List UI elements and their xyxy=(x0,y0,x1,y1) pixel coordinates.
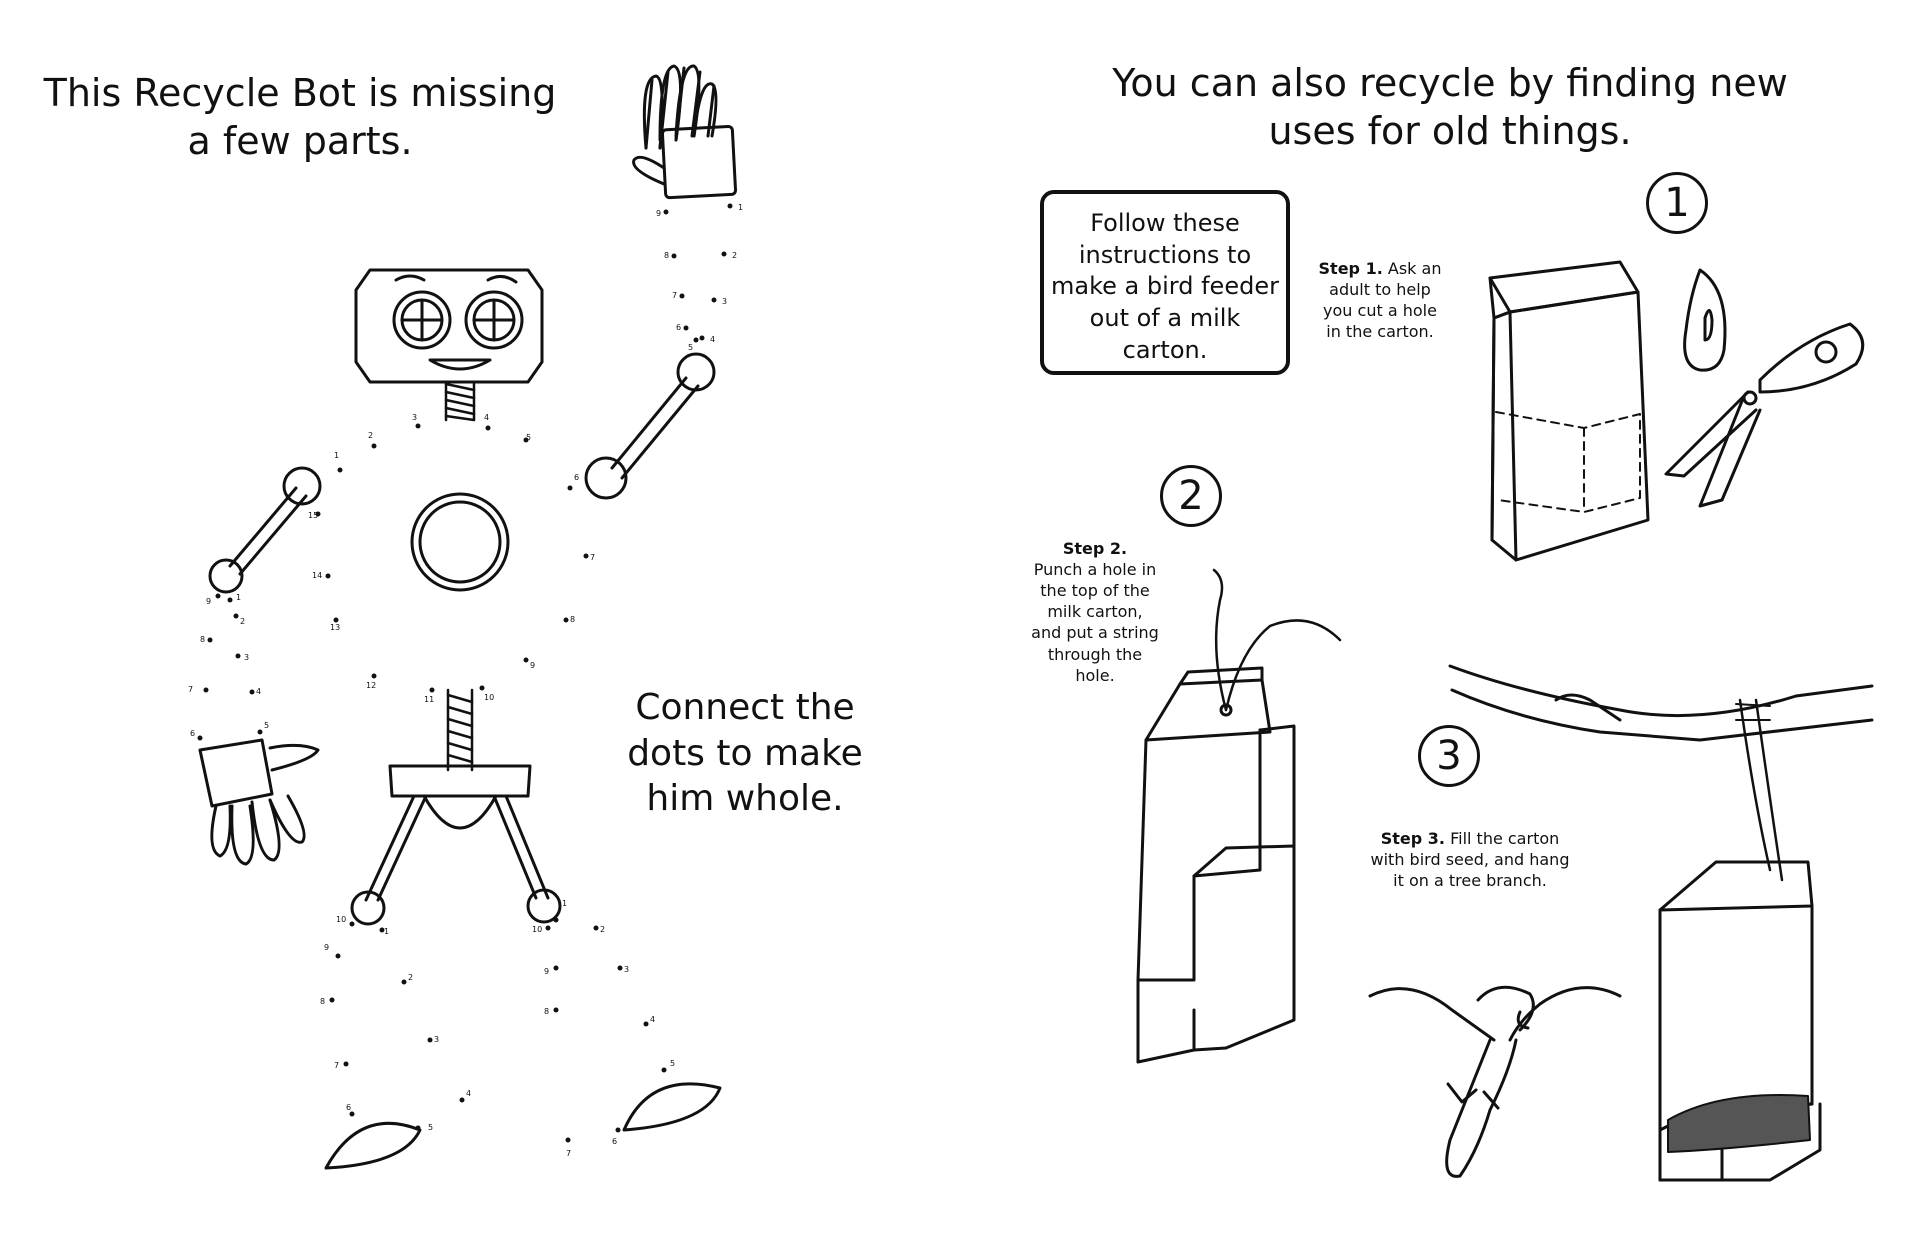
dot-number-label: 10 xyxy=(336,915,346,924)
dot-number-label: 8 xyxy=(320,997,325,1006)
robot-body-disc xyxy=(410,492,510,592)
hanging-feeder xyxy=(1658,698,1822,1182)
instructions-box-text: Follow these instructions to make a bird… xyxy=(1051,209,1279,364)
dot-number-label: 2 xyxy=(600,925,605,934)
robot-right-foot xyxy=(622,1082,722,1132)
step-2-number-badge: 2 xyxy=(1160,465,1222,527)
parrot xyxy=(1368,985,1622,1178)
dot-number-label: 2 xyxy=(732,251,737,260)
dot-number-label: 2 xyxy=(368,431,373,440)
dot-number-label: 7 xyxy=(672,291,677,300)
dot-number-label: 9 xyxy=(530,661,535,670)
dot-number-label: 6 xyxy=(676,323,681,332)
dot-number-label: 3 xyxy=(624,965,629,974)
step-1-text: Step 1. Ask an adult to help you cut a h… xyxy=(1315,258,1445,342)
step-1-number-badge: 1 xyxy=(1646,172,1708,234)
dot-number-label: 4 xyxy=(484,413,489,422)
dot-number-label: 1 xyxy=(738,203,743,212)
dot-number-label: 7 xyxy=(590,553,595,562)
dot-number-label: 5 xyxy=(526,433,531,442)
robot-left-hand xyxy=(198,738,320,866)
dot-number-label: 14 xyxy=(312,571,322,580)
connect-dots-instruction: Connect the dots to make him whole. xyxy=(627,687,863,820)
dot-number-label: 3 xyxy=(434,1035,439,1044)
dot-to-dot-dots xyxy=(197,203,733,1143)
step-1-label: Step 1. xyxy=(1318,259,1383,278)
dot-number-label: 6 xyxy=(190,729,195,738)
dot-number-label: 12 xyxy=(366,681,376,690)
dot-number-label: 4 xyxy=(466,1089,471,1098)
dot-number-label: 3 xyxy=(244,653,249,662)
robot-pelvis xyxy=(388,764,532,830)
robot-head xyxy=(354,268,544,384)
dot-number-label: 3 xyxy=(722,297,727,306)
step-3-label: Step 3. xyxy=(1380,829,1445,848)
dot-number-label: 7 xyxy=(334,1061,339,1070)
dot-number-label: 8 xyxy=(664,251,669,260)
dot-number-label: 9 xyxy=(544,967,549,976)
step-3-text: Step 3. Fill the carton with bird seed, … xyxy=(1370,828,1570,891)
dot-number-label: 5 xyxy=(670,1059,675,1068)
dot-number-label: 3 xyxy=(412,413,417,422)
step-2-label: Step 2. xyxy=(1062,539,1128,558)
dot-number-label: 13 xyxy=(330,623,340,632)
robot-left-arm-rod xyxy=(208,466,322,594)
dot-number-label: 10 xyxy=(484,693,494,702)
dot-number-label: 5 xyxy=(428,1123,433,1132)
dot-number-label: 7 xyxy=(566,1149,571,1158)
dot-number-label: 8 xyxy=(570,615,575,624)
step-2-text: Step 2. Punch a hole in the top of the m… xyxy=(1030,538,1160,686)
dot-number-label: 5 xyxy=(264,721,269,730)
left-page-title: This Recycle Bot is missing a few parts. xyxy=(43,71,557,163)
robot-top-hand xyxy=(632,64,738,200)
dot-number-label: 8 xyxy=(200,635,205,644)
robot-neck-spring xyxy=(444,382,476,422)
dot-number-label: 4 xyxy=(650,1015,655,1024)
dot-number-label: 1 xyxy=(236,593,241,602)
step-3-description: Fill the carton with bird seed, and hang… xyxy=(1370,829,1570,891)
dot-number-label: 9 xyxy=(206,597,211,606)
step-2-description: Punch a hole in the top of the milk cart… xyxy=(1031,560,1159,685)
dot-number-label: 2 xyxy=(408,973,413,982)
dot-number-label: 4 xyxy=(710,335,715,344)
dot-number-label: 2 xyxy=(240,617,245,626)
dot-number-label: 6 xyxy=(612,1137,617,1146)
dot-number-label: 10 xyxy=(532,925,542,934)
dot-number-label: 9 xyxy=(656,209,661,218)
dot-number-label: 7 xyxy=(188,685,193,694)
instructions-box: Follow these instructions to make a bird… xyxy=(1040,190,1290,375)
tree-branch xyxy=(1448,664,1874,742)
dot-number-label: 1 xyxy=(562,899,567,908)
dot-number-label: 8 xyxy=(544,1007,549,1016)
dot-number-label: 5 xyxy=(688,343,693,352)
dot-number-label: 15 xyxy=(308,511,318,520)
dot-number-label: 1 xyxy=(334,451,339,460)
carton-step-1 xyxy=(1488,260,1650,562)
dot-number-label: 1 xyxy=(384,927,389,936)
dot-number-label: 6 xyxy=(346,1103,351,1112)
dot-number-label: 4 xyxy=(256,687,261,696)
step-3-number-badge: 3 xyxy=(1418,725,1480,787)
step-1-description: Ask an adult to help you cut a hole in t… xyxy=(1323,259,1442,342)
robot-left-foot xyxy=(324,1121,422,1170)
right-page-title: You can also recycle by finding new uses… xyxy=(1112,61,1788,153)
dot-number-label: 9 xyxy=(324,943,329,952)
robot-right-arm-rod xyxy=(584,352,716,500)
scissors xyxy=(1664,268,1865,508)
dot-number-label: 11 xyxy=(424,695,434,704)
robot-leg-rods xyxy=(350,794,562,926)
dot-number-label: 6 xyxy=(574,473,579,482)
carton-step-2 xyxy=(1136,568,1342,1064)
robot-hip-spring xyxy=(446,688,474,772)
